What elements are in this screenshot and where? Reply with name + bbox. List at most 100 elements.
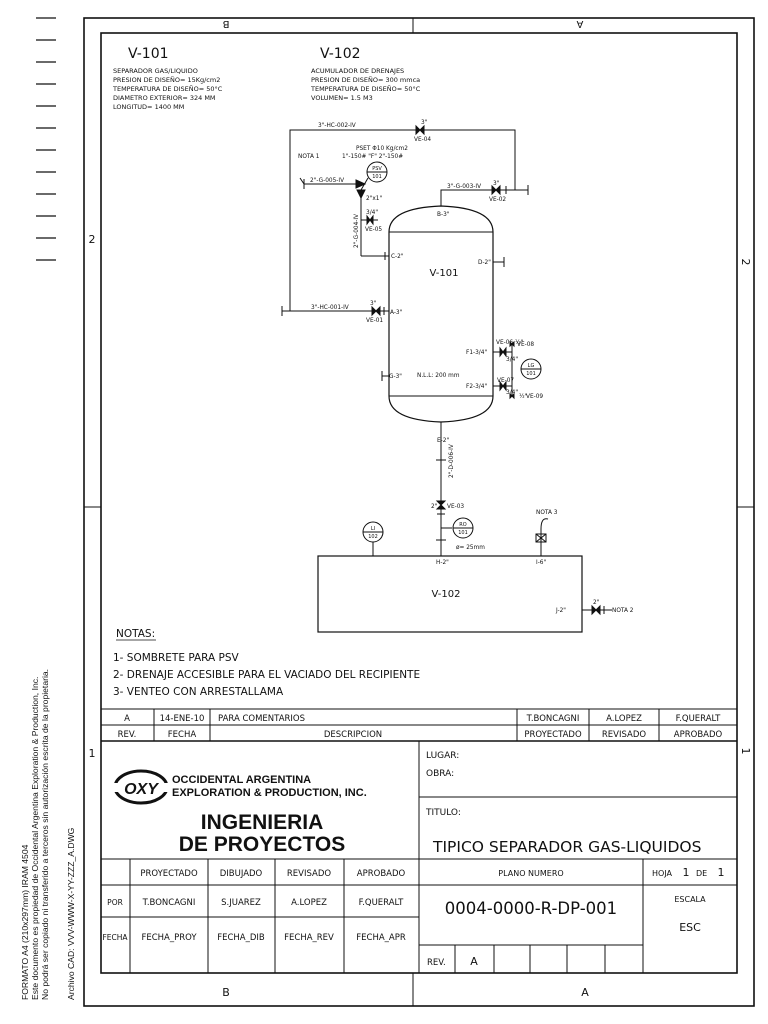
reducer-label: 2"x1"	[366, 196, 382, 202]
por-approved: F.QUERALT	[359, 898, 404, 908]
ro-number-label: 101	[458, 530, 468, 536]
titulo-label: TITULO:	[425, 808, 461, 818]
line-d006-label: 2"-D-006-IV	[449, 444, 455, 478]
de-label: DE	[696, 869, 707, 878]
por-designed: T.BONCAGNI	[142, 898, 196, 908]
hoja-number: 1	[683, 866, 690, 879]
revision-header-designed: PROYECTADO	[524, 730, 582, 740]
revision-header-rev: REV.	[118, 730, 137, 740]
valve-ve06	[499, 346, 507, 358]
orifice-label: ø= 25mm	[456, 545, 485, 551]
nozzle-d-label: D-2"	[478, 260, 491, 266]
pset-label: PSET Φ10 Kg/cm2	[356, 146, 408, 152]
zone-bottom-left: B	[222, 986, 230, 999]
ve08-label: VE-08	[517, 342, 534, 348]
drawing-title: TIPICO SEPARADOR GAS-LIQUIDOS	[432, 838, 701, 856]
note-item: 2- DRENAJE ACCESIBLE PARA EL VACIADO DEL…	[113, 669, 420, 681]
ve04-size-label: 3"	[421, 120, 428, 126]
revision-reviewed-by: A.LOPEZ	[606, 714, 642, 724]
spec-v101-line: TEMPERATURA DE DISEÑO= 50°C	[112, 84, 223, 93]
revision-designed-by: T.BONCAGNI	[526, 714, 580, 724]
process-diagram	[281, 124, 612, 633]
psv-number-label: 101	[372, 174, 382, 180]
lg-size1-label: 3/4"	[506, 357, 518, 363]
vessel-v102	[317, 555, 583, 633]
ve05-size-label: 3/4"	[366, 210, 378, 216]
nozzle-a-label: A-3"	[390, 310, 403, 316]
valve-ve01	[371, 305, 381, 317]
sign-header-approved: APROBADO	[357, 869, 406, 879]
li-number-label: 102	[368, 534, 378, 540]
nota2-label: NOTA 2	[612, 608, 634, 614]
valve-ve08	[509, 340, 515, 348]
nozzle-f2-label: F2-3/4"	[466, 384, 487, 390]
revision-header-reviewed: REVISADO	[602, 730, 647, 740]
zone-left-upper: 2	[89, 233, 96, 246]
zone-right-lower: 1	[739, 748, 752, 755]
valve-drain-j	[591, 604, 601, 616]
sign-header-designed: PROYECTADO	[140, 869, 198, 879]
spec-v101: V-101 SEPARADOR GAS/LIQUIDO PRESION DE D…	[112, 46, 223, 111]
zone-bottom-right: A	[581, 986, 589, 999]
margin-ticks	[36, 17, 56, 261]
ve09-size-label: ½"	[519, 393, 528, 400]
spec-v101-line: SEPARADOR GAS/LIQUIDO	[113, 67, 198, 75]
drain-size-label: 2"	[593, 600, 600, 606]
fecha-label: FECHA	[102, 933, 128, 942]
plano-label: PLANO NUMERO	[498, 869, 563, 878]
nota3-label: NOTA 3	[536, 510, 558, 516]
ve09-label: VE-09	[526, 394, 543, 400]
valve-ve07	[499, 380, 507, 392]
li-tag-label: LI	[371, 526, 375, 532]
revision-approved-by: F.QUERALT	[676, 714, 721, 724]
ve03-label: VE-03	[447, 504, 464, 510]
fecha-designed: FECHA_PROY	[141, 933, 197, 943]
side-ownership: Este documento es propiedad de Occidenta…	[30, 677, 40, 1000]
valve-ve04	[415, 124, 425, 136]
revision-header-description: DESCRIPCION	[324, 730, 382, 740]
side-legal-text: FORMATO A4 (210x297mm) IRAM 4504 Este do…	[20, 669, 76, 1000]
ve06-label: VE-06 ½"	[496, 339, 524, 346]
spec-v101-title: V-101	[128, 46, 169, 62]
revision-description: PARA COMENTARIOS	[218, 714, 305, 724]
nozzle-f1-label: F1-3/4"	[466, 350, 487, 356]
valve-ve09	[509, 392, 515, 400]
ve02-label: VE-02	[489, 197, 506, 203]
por-label: POR	[107, 898, 123, 907]
hoja-label: HOJA	[652, 869, 673, 878]
obra-label: OBRA:	[426, 769, 454, 779]
ve04-label: VE-04	[414, 137, 431, 143]
nozzle-e-label: E-2"	[437, 438, 449, 444]
nozzle-b-label: B-3"	[437, 212, 450, 218]
escala-label: ESCALA	[674, 895, 706, 904]
ve05-label: VE-05	[365, 227, 382, 233]
lg-number-label: 101	[526, 371, 536, 377]
flame-arrester	[535, 533, 547, 543]
rev-label: REV.	[427, 958, 446, 968]
spec-v101-line: DIAMETRO EXTERIOR= 324 MM	[113, 94, 216, 102]
title-block-grid	[101, 741, 737, 973]
ve01-label: VE-01	[366, 318, 383, 324]
revision-rev: A	[124, 714, 130, 724]
spec-v101-line: PRESION DE DISEÑO= 15Kg/cm2	[113, 75, 220, 84]
line-g003-label: 3"-G-003-IV	[447, 184, 481, 190]
por-reviewed: A.LOPEZ	[291, 898, 327, 908]
ve03-size-label: 2"	[431, 504, 438, 510]
oxy-logo-text: OXY	[124, 781, 159, 798]
escala-value: ESC	[679, 921, 701, 934]
oxy-logo: OXY	[113, 769, 169, 805]
spec-v102-title: V-102	[320, 46, 361, 62]
fecha-reviewed: FECHA_REV	[284, 933, 334, 943]
nota1-label: NOTA 1	[298, 154, 320, 160]
department-line1: INGENIERIA	[201, 811, 324, 834]
spec-v102-line: ACUMULADOR DE DRENAJES	[311, 67, 404, 75]
zone-top-right: A	[576, 18, 583, 29]
side-format: FORMATO A4 (210x297mm) IRAM 4504	[20, 844, 30, 1000]
sign-header-reviewed: REVISADO	[287, 869, 332, 879]
revision-header-date: FECHA	[168, 730, 197, 740]
note-item: 3- VENTEO CON ARRESTALLAMA	[113, 686, 284, 698]
fecha-approved: FECHA_APR	[356, 933, 406, 943]
nozzle-g-label: G-3"	[389, 374, 402, 380]
nozzle-j-label: J-2"	[555, 608, 566, 614]
